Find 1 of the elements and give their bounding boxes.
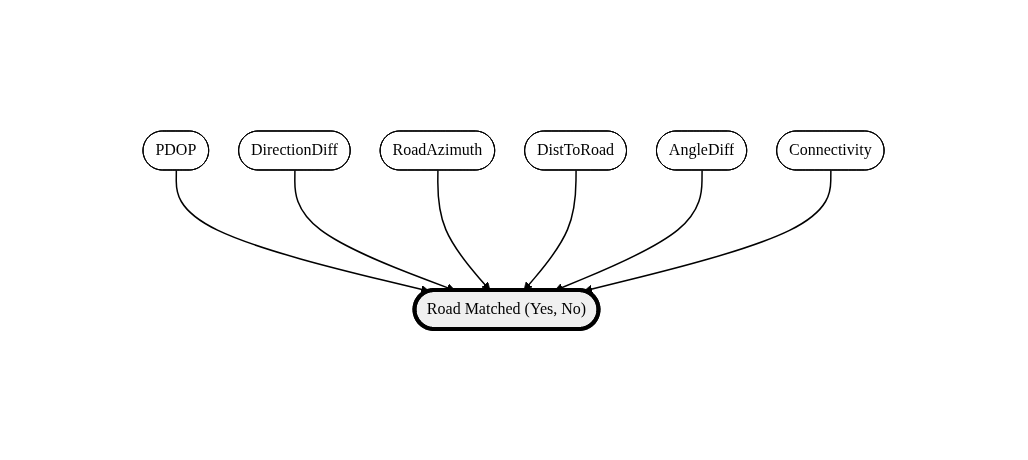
arrow bbox=[584, 169, 833, 294]
